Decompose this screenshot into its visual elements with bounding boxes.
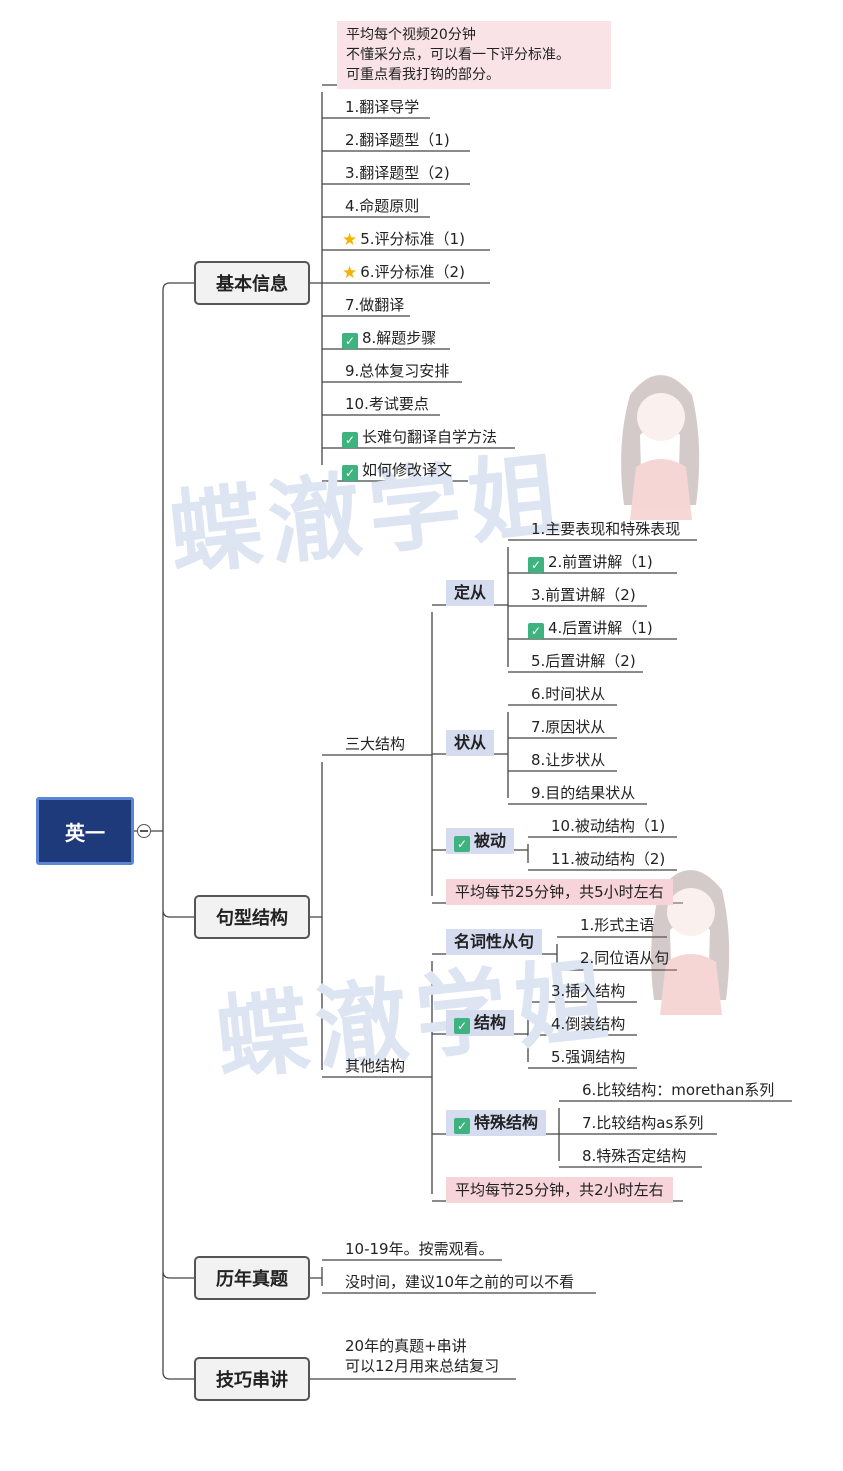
basic-info-item[interactable]: ★6.评分标准（2) [342, 263, 465, 283]
basic-info-item[interactable]: ✓长难句翻译自学方法 [342, 427, 497, 448]
dingcong-item[interactable]: 5.后置讲解（2) [531, 652, 636, 670]
jiegou-item[interactable]: 4.倒装结构 [551, 1015, 626, 1033]
node-mingci[interactable]: 名词性从句 [446, 929, 543, 955]
basic-info-item[interactable]: ★5.评分标准（1) [342, 230, 465, 250]
zhuangcong-item[interactable]: 8.让步状从 [531, 751, 606, 769]
node-jiegou[interactable]: ✓结构 [446, 1010, 515, 1036]
collapse-toggle-icon[interactable] [137, 824, 151, 838]
teshu-item[interactable]: 6.比较结构：morethan系列 [582, 1081, 775, 1099]
node-zhuangcong[interactable]: 状从 [446, 730, 495, 756]
note-line: 不懂采分点，可以看一下评分标准。 [346, 47, 570, 63]
note-line: 可以12月用来总结复习 [345, 1357, 500, 1375]
mingci-item[interactable]: 2.同位语从句 [580, 949, 670, 967]
node-sentence-structure[interactable]: 句型结构 [194, 895, 310, 939]
jiegou-item[interactable]: 3.插入结构 [551, 982, 626, 1000]
node-dingcong[interactable]: 定从 [446, 580, 495, 606]
check-icon: ✓ [528, 623, 544, 639]
basic-info-item[interactable]: 7.做翻译 [345, 296, 405, 314]
dingcong-item[interactable]: 1.主要表现和特殊表现 [531, 520, 681, 538]
node-teshu[interactable]: ✓特殊结构 [446, 1110, 547, 1136]
check-icon: ✓ [342, 333, 358, 349]
check-icon: ✓ [342, 465, 358, 481]
check-icon: ✓ [528, 557, 544, 573]
past-exams-item[interactable]: 10-19年。按需观看。 [345, 1240, 494, 1258]
node-three-structures[interactable]: 三大结构 [345, 735, 406, 753]
basic-info-item[interactable]: ✓8.解题步骤 [342, 328, 436, 349]
basic-info-item[interactable]: 9.总体复习安排 [345, 362, 450, 380]
teshu-item[interactable]: 8.特殊否定结构 [582, 1147, 687, 1165]
note-line: 平均每个视频20分钟 [346, 27, 476, 43]
node-skills[interactable]: 技巧串讲 [194, 1357, 310, 1401]
node-basic-info[interactable]: 基本信息 [194, 261, 310, 305]
basic-info-item[interactable]: 3.翻译题型（2) [345, 164, 450, 182]
note-line: 可重点看我打钩的部分。 [346, 67, 500, 83]
star-icon: ★ [342, 230, 358, 250]
beidong-item[interactable]: 11.被动结构（2) [551, 850, 666, 868]
node-past-exams[interactable]: 历年真题 [194, 1256, 310, 1300]
three-structures-summary: 平均每节25分钟，共5小时左右 [446, 879, 673, 905]
basic-info-item[interactable]: 10.考试要点 [345, 395, 429, 413]
check-icon: ✓ [454, 836, 470, 852]
mingci-item[interactable]: 1.形式主语 [580, 916, 655, 934]
basic-info-item[interactable]: ✓如何修改译文 [342, 460, 452, 481]
check-icon: ✓ [454, 1018, 470, 1034]
beidong-item[interactable]: 10.被动结构（1) [551, 817, 666, 835]
basic-info-item[interactable]: 2.翻译题型（1) [345, 131, 450, 149]
zhuangcong-item[interactable]: 6.时间状从 [531, 685, 606, 703]
basic-info-item[interactable]: 4.命题原则 [345, 197, 420, 215]
star-icon: ★ [342, 263, 358, 283]
dingcong-item[interactable]: 3.前置讲解（2) [531, 586, 636, 604]
jiegou-item[interactable]: 5.强调结构 [551, 1048, 626, 1066]
node-beidong[interactable]: ✓被动 [446, 828, 515, 854]
check-icon: ✓ [342, 432, 358, 448]
teshu-item[interactable]: 7.比较结构as系列 [582, 1114, 704, 1132]
check-icon: ✓ [454, 1118, 470, 1134]
past-exams-item[interactable]: 没时间，建议10年之前的可以不看 [345, 1273, 575, 1291]
dingcong-item[interactable]: ✓4.后置讲解（1) [528, 618, 653, 639]
zhuangcong-item[interactable]: 9.目的结果状从 [531, 784, 636, 802]
note-line: 20年的真题+串讲 [345, 1337, 467, 1355]
dingcong-item[interactable]: ✓2.前置讲解（1) [528, 552, 653, 573]
other-structures-summary: 平均每节25分钟，共2小时左右 [446, 1177, 673, 1203]
skills-note: 20年的真题+串讲 可以12月用来总结复习 [345, 1336, 499, 1376]
basic-info-item[interactable]: 1.翻译导学 [345, 98, 420, 116]
node-other-structures[interactable]: 其他结构 [345, 1057, 406, 1075]
basic-info-note: 平均每个视频20分钟 不懂采分点，可以看一下评分标准。 可重点看我打钩的部分。 [337, 21, 611, 89]
zhuangcong-item[interactable]: 7.原因状从 [531, 718, 606, 736]
root-node[interactable]: 英一 [36, 797, 134, 865]
